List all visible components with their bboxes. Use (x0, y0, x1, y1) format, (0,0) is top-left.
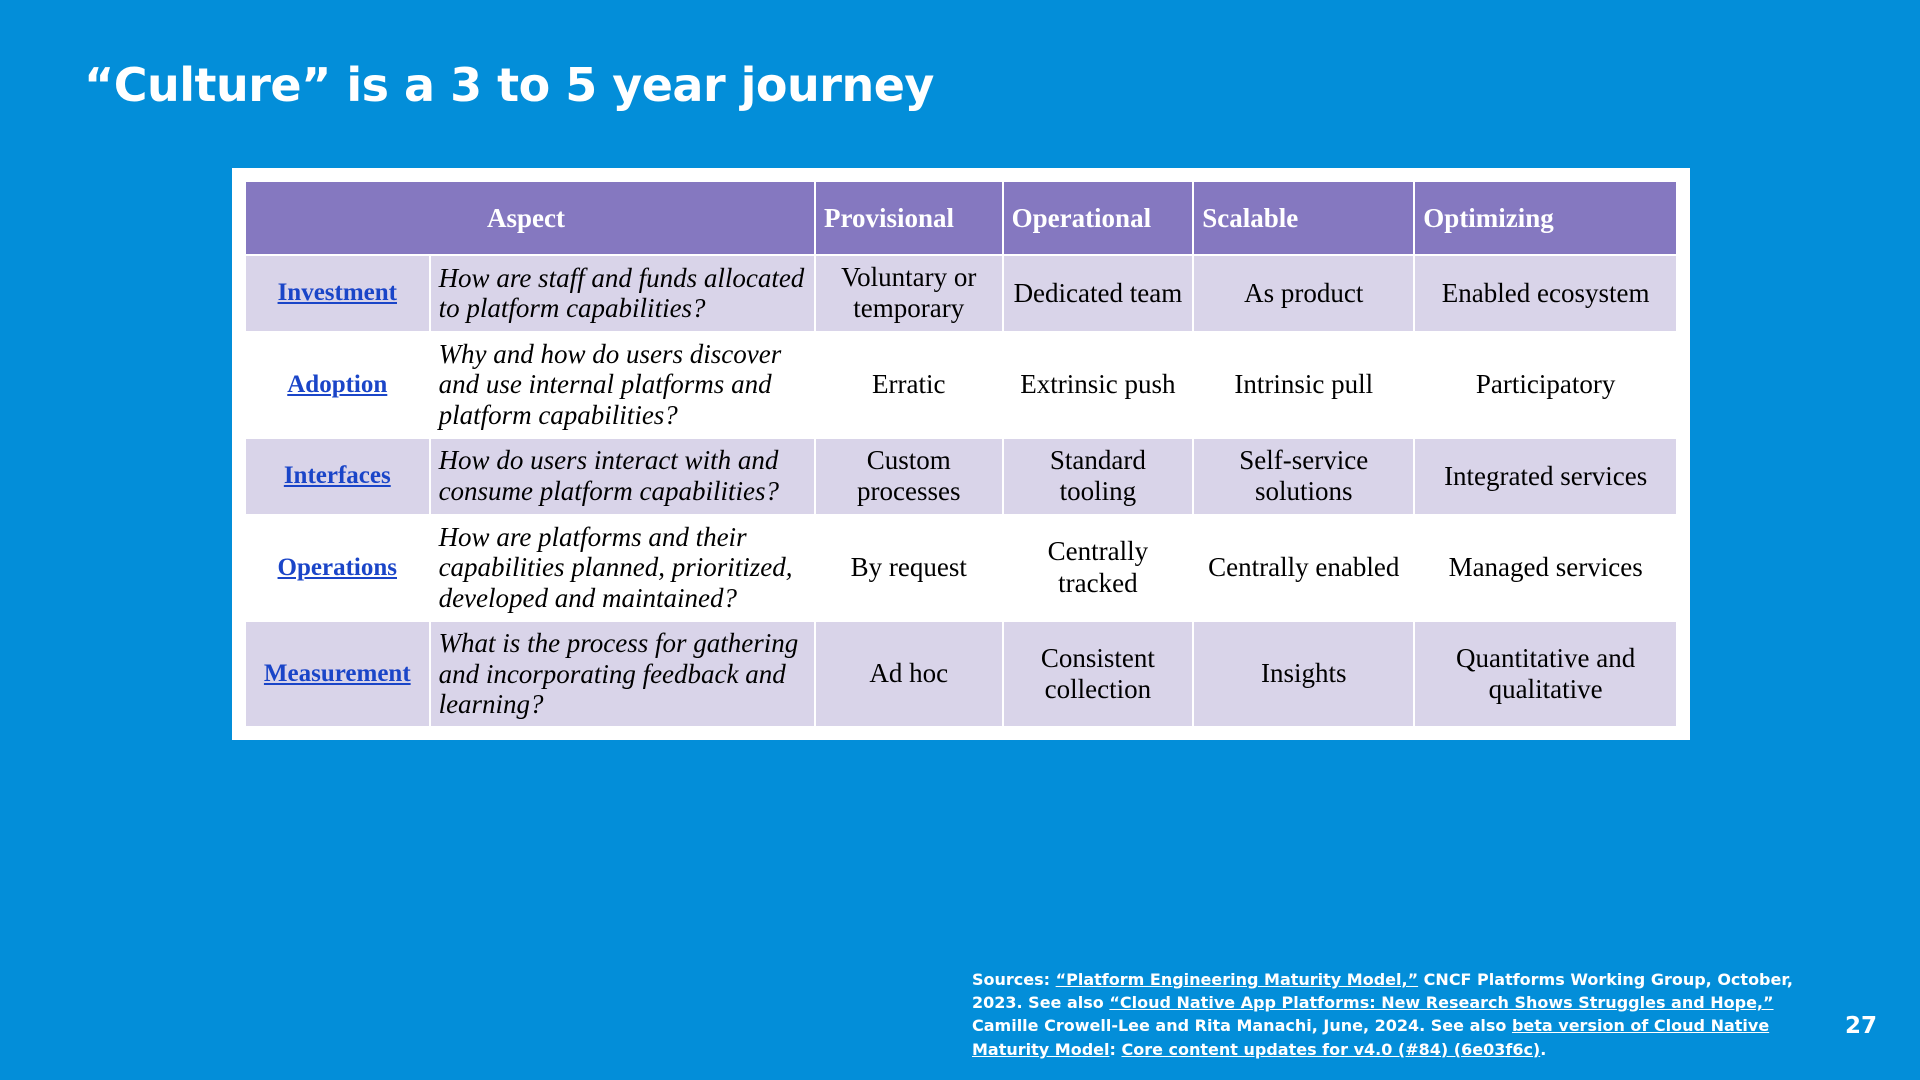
source-link-cloud-native-app-platforms[interactable]: “Cloud Native App Platforms: New Researc… (1109, 993, 1774, 1013)
column-header-optimizing: Optimizing (1415, 182, 1676, 254)
aspect-cell: Operations (246, 515, 429, 620)
sources-mid-2: Camille Crowell-Lee and Rita Manachi, Ju… (972, 1016, 1512, 1036)
cell-scalable: Centrally enabled (1194, 515, 1414, 620)
maturity-table: Aspect Provisional Operational Scalable … (244, 180, 1678, 728)
source-link-beta-cloud-native-maturity-model[interactable]: beta version of Cloud Native Maturity Mo… (972, 1016, 1770, 1059)
source-link-core-content-updates[interactable]: Core content updates for v4.0 (#84) (6e0… (1121, 1039, 1541, 1059)
column-header-operational: Operational (1003, 182, 1193, 254)
aspect-link-adoption[interactable]: Adoption (287, 370, 388, 398)
table-header-row: Aspect Provisional Operational Scalable … (246, 182, 1676, 254)
cell-operational: Consistent collection (1003, 621, 1193, 727)
cell-operational: Standard tooling (1003, 438, 1193, 514)
cell-provisional: Voluntary or temporary (815, 256, 1002, 331)
sources-mid-1: CNCF Platforms Working Group, October, 2… (972, 970, 1793, 1013)
table-header: Aspect Provisional Operational Scalable … (246, 182, 1676, 254)
table-row: Investment How are staff and funds alloc… (246, 256, 1676, 331)
cell-operational: Dedicated team (1003, 256, 1193, 331)
aspect-link-investment[interactable]: Investment (277, 279, 397, 307)
sources-prefix: Sources: (972, 970, 1056, 989)
aspect-cell: Measurement (246, 621, 429, 727)
column-header-scalable: Scalable (1194, 182, 1414, 254)
aspect-link-interfaces[interactable]: Interfaces (283, 462, 391, 490)
cell-optimizing: Managed services (1415, 515, 1676, 620)
page-number: 27 (1845, 1013, 1878, 1039)
table-row: Operations How are platforms and their c… (246, 515, 1676, 620)
question-cell: Why and how do users discover and use in… (430, 332, 814, 437)
cell-operational: Centrally tracked (1003, 515, 1193, 620)
cell-provisional: By request (815, 515, 1002, 620)
question-cell: How are staff and funds allocated to pla… (430, 256, 814, 331)
table-row: Interfaces How do users interact with an… (246, 438, 1676, 514)
question-cell: How are platforms and their capabilities… (430, 515, 814, 620)
cell-optimizing: Integrated services (1415, 438, 1676, 514)
maturity-table-frame: Aspect Provisional Operational Scalable … (232, 168, 1690, 741)
question-cell: What is the process for gathering and in… (430, 621, 814, 727)
cell-provisional: Erratic (815, 332, 1002, 437)
cell-provisional: Ad hoc (815, 621, 1002, 727)
source-link-platform-engineering-maturity-model[interactable]: “Platform Engineering Maturity Model,” (1055, 970, 1419, 989)
table-body: Investment How are staff and funds alloc… (246, 256, 1676, 727)
cell-scalable: As product (1194, 256, 1414, 331)
cell-scalable: Insights (1194, 621, 1414, 727)
column-header-provisional: Provisional (815, 182, 1002, 254)
table-row: Measurement What is the process for gath… (246, 621, 1676, 727)
cell-scalable: Intrinsic pull (1194, 332, 1414, 437)
aspect-cell: Adoption (246, 332, 429, 437)
page-title: “Culture” is a 3 to 5 year journey (84, 58, 934, 112)
table-row: Adoption Why and how do users discover a… (246, 332, 1676, 437)
aspect-link-operations[interactable]: Operations (277, 553, 397, 581)
cell-scalable: Self-service solutions (1194, 438, 1414, 514)
aspect-link-measurement[interactable]: Measurement (263, 659, 411, 687)
sources-mid-3: : (1109, 1039, 1122, 1059)
cell-optimizing: Participatory (1415, 332, 1676, 437)
cell-provisional: Custom processes (815, 438, 1002, 514)
aspect-cell: Investment (246, 256, 429, 331)
cell-optimizing: Enabled ecosystem (1415, 256, 1676, 331)
column-header-aspect: Aspect (246, 182, 814, 254)
cell-operational: Extrinsic push (1003, 332, 1193, 437)
sources-suffix: . (1540, 1039, 1547, 1059)
sources-footnote: Sources: “Platform Engineering Maturity … (972, 968, 1832, 1061)
question-cell: How do users interact with and consume p… (430, 438, 814, 514)
cell-optimizing: Quantitative and qualitative (1415, 621, 1676, 727)
aspect-cell: Interfaces (246, 438, 429, 514)
